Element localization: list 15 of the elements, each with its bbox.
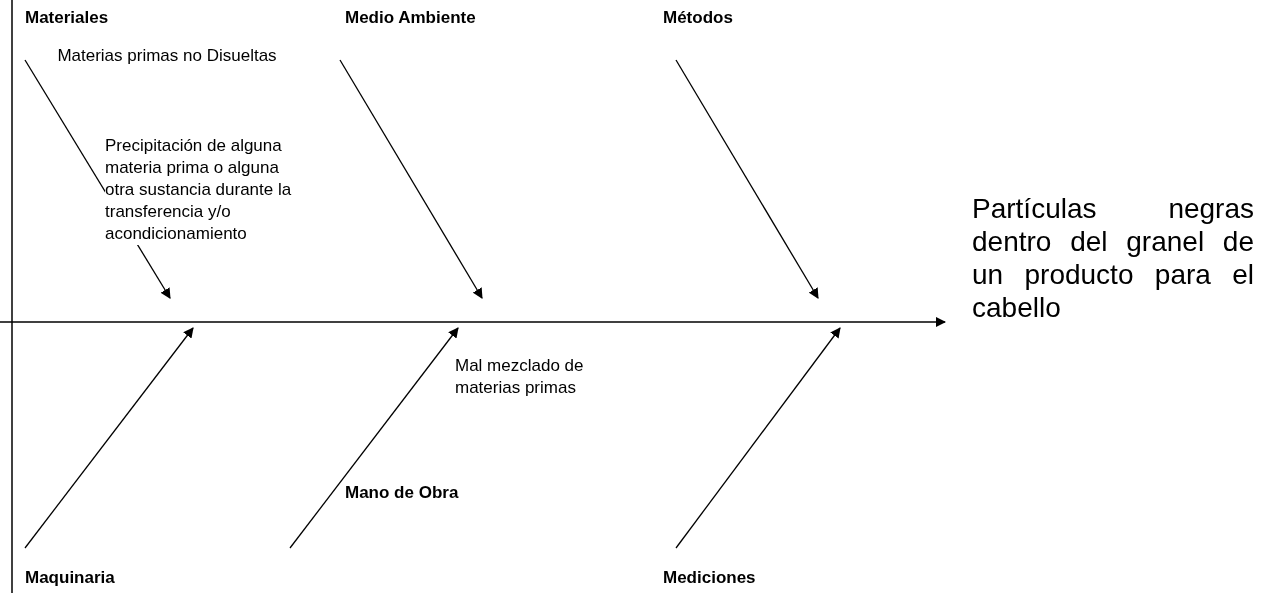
arrow: [24, 327, 194, 549]
cause-text: Materias primas no Disueltas: [56, 45, 278, 67]
category-heading: Materiales: [25, 8, 109, 28]
cause-text: Mal mezclado de materias primas: [455, 355, 585, 399]
category-heading: Medio Ambiente: [345, 8, 476, 28]
arrow: [339, 59, 483, 299]
arrow: [675, 327, 841, 549]
category-heading: Mano de Obra: [345, 483, 459, 503]
category-heading: Métodos: [663, 8, 733, 28]
arrow: [675, 59, 819, 299]
effect-text: Partículas negras dentro del granel de un producto para el cabello: [972, 192, 1254, 324]
spine-arrow: [0, 316, 947, 328]
arrow: [289, 327, 459, 549]
category-heading: Maquinaria: [25, 568, 115, 588]
category-heading: Mediciones: [663, 568, 756, 588]
